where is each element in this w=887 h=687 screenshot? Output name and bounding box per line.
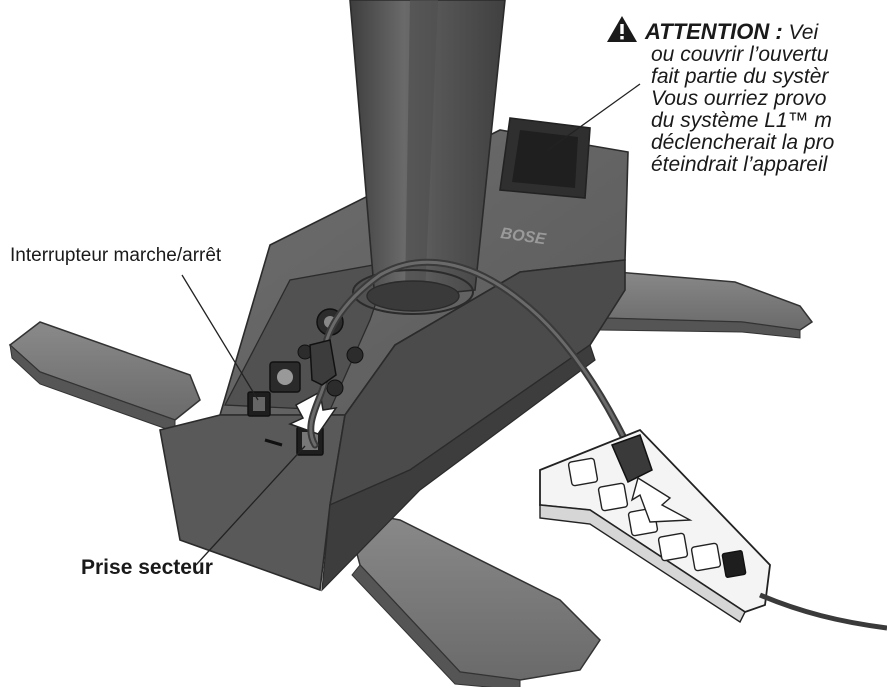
strip-outlet-4 [657, 532, 689, 562]
attention-line-0: Vei [788, 21, 819, 44]
cord-plug [610, 434, 653, 484]
brand-mark: BOSE [499, 225, 548, 248]
column [349, 0, 506, 315]
power-strip [539, 428, 887, 631]
attention-line-4: du système L1™ m [651, 109, 832, 132]
leader-ac-outlet [195, 445, 306, 566]
leader-lines [181, 83, 641, 566]
attention-line-5: déclencherait la pro [651, 131, 835, 154]
power-cord [307, 258, 629, 449]
strip-outlet-2 [597, 482, 629, 512]
foot-front-left [8, 321, 201, 433]
callout-power-switch: Interrupteur marche/arrêt [10, 245, 222, 266]
attention-first-line: ATTENTION : Vei [605, 14, 887, 44]
foot-front-bottom [343, 509, 601, 687]
strip-outlet-1 [567, 457, 599, 487]
warning-triangle-icon [607, 16, 637, 42]
insert-arrow-right [630, 476, 693, 523]
strip-switch [721, 550, 747, 578]
attention-line-6: éteindrait l’appareil [651, 153, 828, 176]
attention-note: ATTENTION : Vei ou couvrir l’ouvertu fai… [605, 14, 887, 176]
attention-line-3: Vous ourriez provo [651, 87, 827, 110]
leader-attention [547, 83, 641, 151]
small-jack-3 [326, 379, 344, 397]
attention-heading: ATTENTION : [645, 19, 783, 44]
leader-power-switch [181, 274, 259, 401]
callout-ac-outlet: Prise secteur [81, 556, 213, 579]
attention-line-1: ou couvrir l’ouvertu [651, 43, 829, 66]
strip-outlet-5 [690, 542, 722, 572]
attention-line-2: fait partie du systèr [651, 65, 829, 88]
foot-back-right [568, 267, 814, 339]
small-jack-2 [346, 346, 364, 364]
